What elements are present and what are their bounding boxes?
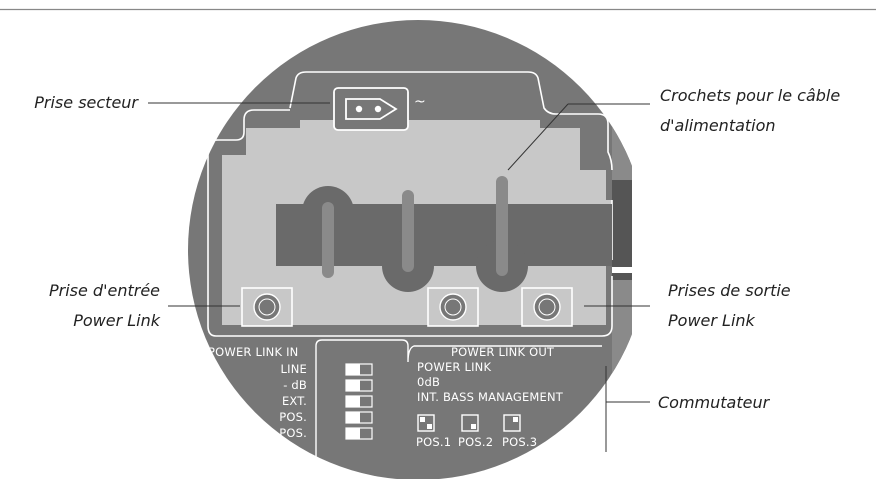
mains-socket (333, 87, 409, 131)
mains-symbol: ~ (414, 94, 426, 110)
callout-cable-hooks-1: Crochets pour le câble (660, 86, 840, 105)
in-switch-labels: LINE - dB EXT. POS. POS. (279, 362, 307, 440)
callout-input-2: Power Link (73, 311, 161, 330)
pos-label-3: POS.3 (502, 435, 537, 449)
leader-lines (148, 102, 650, 452)
in-label-line: LINE (281, 362, 307, 376)
power-link-in-title: POWER LINK IN (208, 345, 298, 359)
pos-label-2: POS.2 (458, 435, 493, 449)
power-link-out-socket-2 (521, 287, 573, 327)
in-label-pos-1: POS. (279, 410, 307, 424)
out-line-power-link: POWER LINK (417, 360, 491, 374)
callout-output-1: Prises de sortie (668, 281, 791, 300)
power-link-out-socket-1 (427, 287, 479, 327)
dip-switches (345, 363, 373, 440)
out-line-0db: 0dB (417, 375, 440, 389)
in-label-db: - dB (283, 378, 307, 392)
callout-output-2: Power Link (668, 311, 756, 330)
in-label-pos-2: POS. (279, 426, 307, 440)
callout-mains-socket: Prise secteur (34, 93, 139, 112)
switch-area-outline (315, 339, 602, 478)
power-link-out-title: POWER LINK OUT (451, 345, 555, 359)
cable-hooks (322, 176, 508, 278)
position-switches (417, 414, 521, 432)
callout-switch: Commutateur (658, 393, 771, 412)
callout-cable-hooks-2: d'alimentation (660, 116, 776, 135)
in-label-ext: EXT. (282, 394, 307, 408)
pos-label-1: POS.1 (416, 435, 451, 449)
out-line-bass-management: INT. BASS MANAGEMENT (417, 390, 564, 404)
power-link-in-socket (241, 287, 293, 327)
callout-input-1: Prise d'entrée (49, 281, 160, 300)
